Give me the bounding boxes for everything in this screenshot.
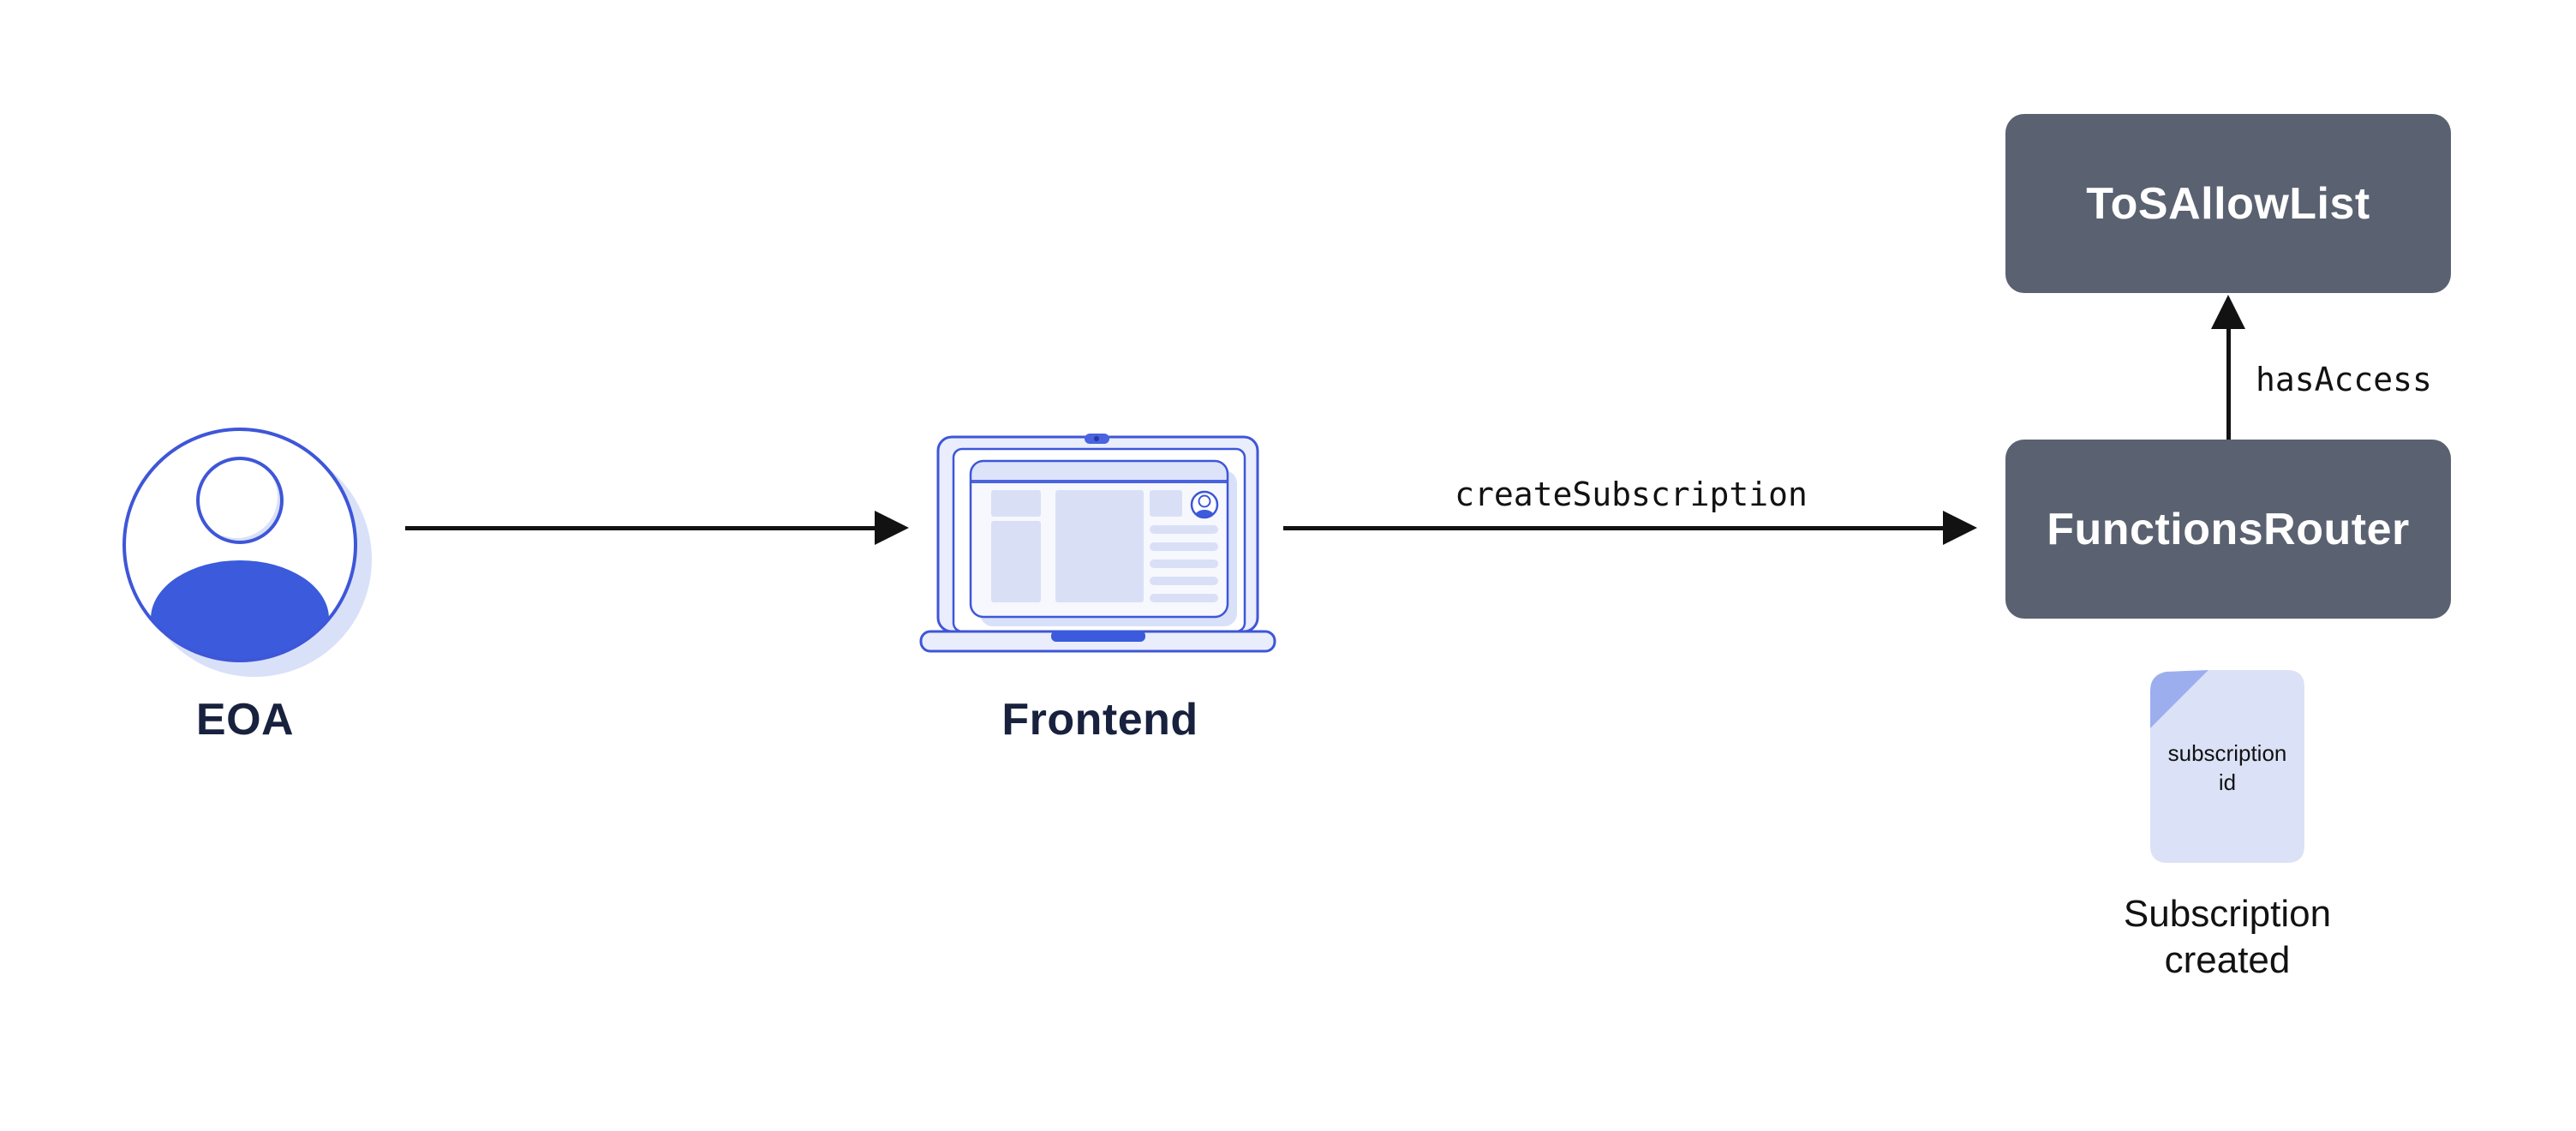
functions-router-label: FunctionsRouter <box>2047 504 2410 554</box>
arrow-eoa-frontend-head <box>875 511 909 545</box>
arrow-eoa-frontend-line <box>405 526 878 530</box>
doc-text-line1: subscription <box>2167 740 2287 766</box>
tos-allow-list-node: ToSAllowList <box>2005 114 2451 293</box>
functions-router-node: FunctionsRouter <box>2005 440 2451 619</box>
eoa-label: EOA <box>195 695 295 745</box>
doc-caption-line2: created <box>2164 939 2291 981</box>
laptop-icon <box>919 434 1276 653</box>
has-access-label: hasAccess <box>2256 361 2432 398</box>
arrow-router-allowlist-line <box>2226 324 2231 440</box>
doc-caption-line1: Subscription <box>2123 893 2332 935</box>
create-subscription-label: createSubscription <box>1455 476 1808 513</box>
user-avatar-icon <box>123 428 372 677</box>
tos-allow-list-label: ToSAllowList <box>2086 178 2370 229</box>
frontend-label: Frontend <box>1001 695 1198 745</box>
arrow-frontend-router-head <box>1943 511 1977 545</box>
doc-text-line2: id <box>2218 769 2237 795</box>
arrow-router-allowlist-head <box>2211 295 2245 329</box>
arrow-frontend-router-line <box>1283 526 1946 530</box>
document-icon <box>2150 670 2304 863</box>
